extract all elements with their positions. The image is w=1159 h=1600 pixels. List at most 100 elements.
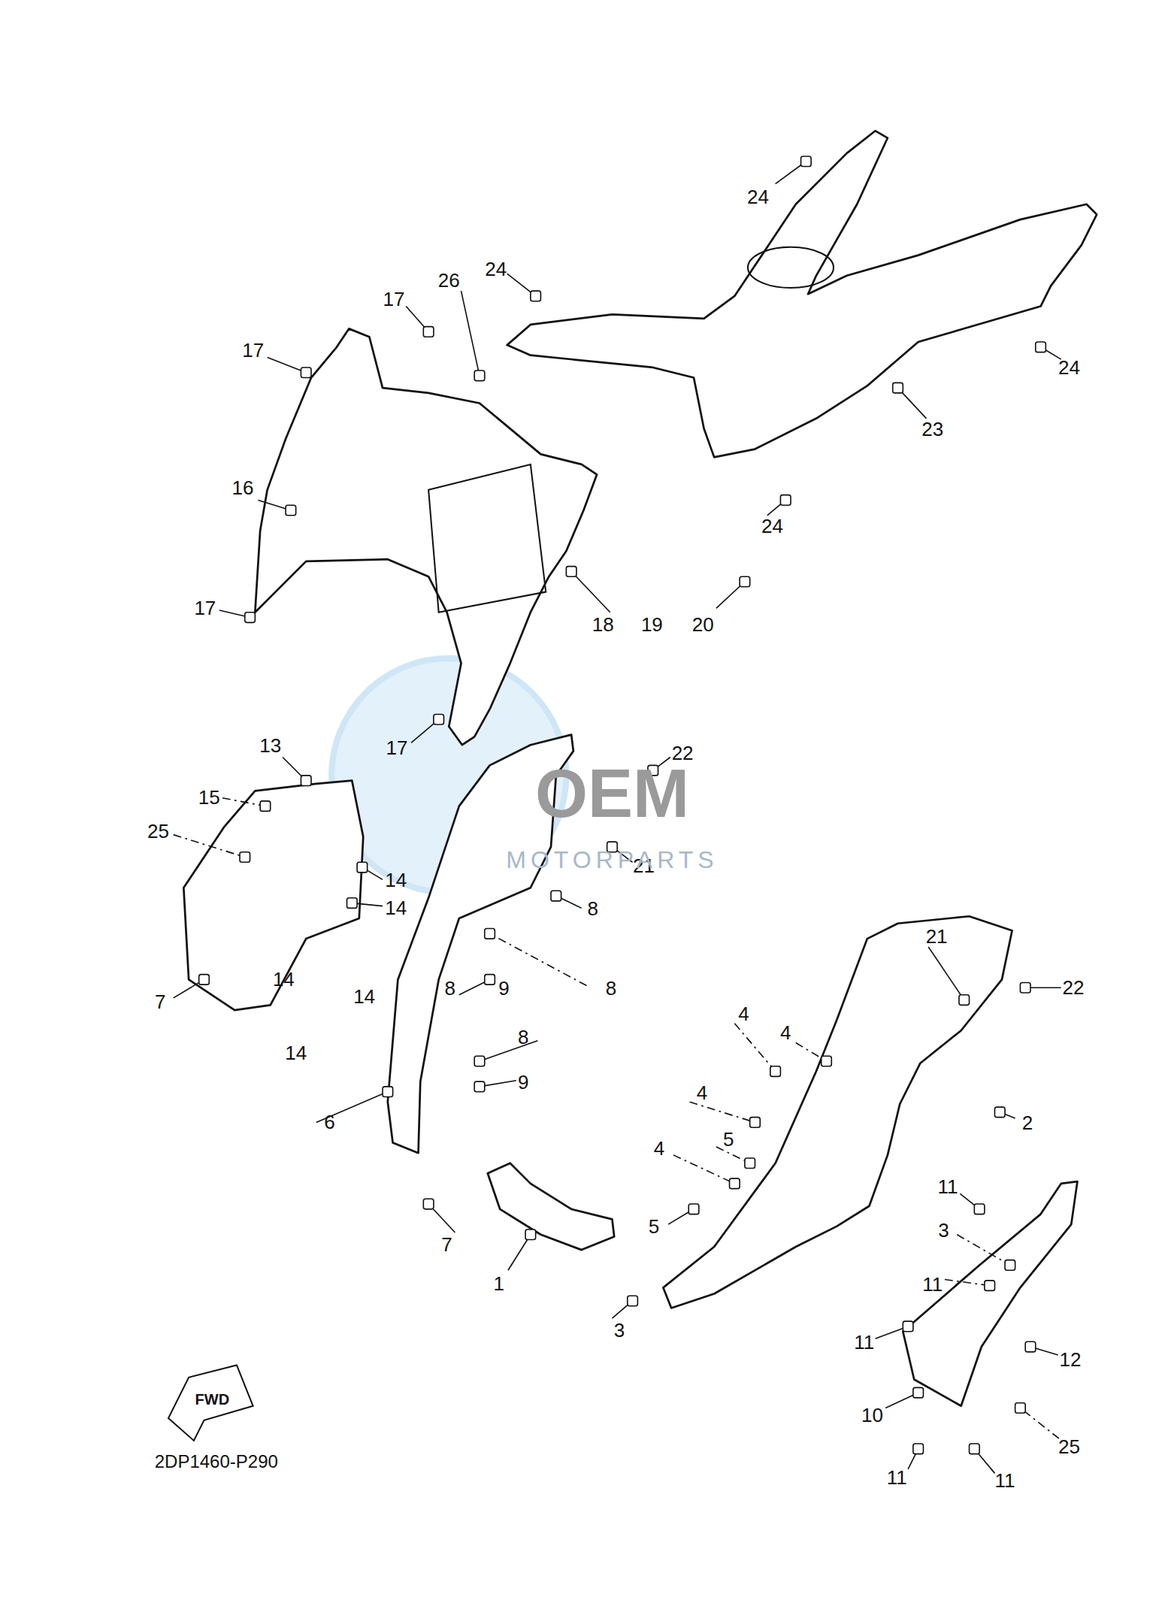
leader-line xyxy=(222,798,266,807)
callout-number: 20 xyxy=(692,614,715,635)
body-panel xyxy=(507,130,1098,457)
callout-number: 5 xyxy=(648,1216,660,1237)
callout-number: 25 xyxy=(147,821,170,842)
fastener xyxy=(1035,341,1047,353)
callout-number: 11 xyxy=(938,1177,959,1197)
fastener xyxy=(357,862,368,873)
fastener xyxy=(300,775,312,787)
callout-number: 19 xyxy=(641,614,663,635)
callout-number: 2 xyxy=(1022,1113,1033,1133)
leader-line xyxy=(173,835,246,858)
callout-number: 4 xyxy=(738,1004,749,1024)
callout-number: 9 xyxy=(498,978,509,999)
callout-number: 24 xyxy=(1058,357,1081,378)
fastener xyxy=(199,974,210,986)
fastener xyxy=(565,566,577,578)
callout-number: 24 xyxy=(747,187,769,207)
fastener xyxy=(433,714,445,725)
direction-arrow xyxy=(168,1364,254,1441)
callout-number: 10 xyxy=(861,1405,884,1426)
fastener xyxy=(525,1229,536,1241)
callout-number: 7 xyxy=(154,992,166,1012)
callout-number: 17 xyxy=(386,738,409,758)
fastener xyxy=(627,1295,639,1307)
leader-line xyxy=(479,1040,538,1062)
callout-number: 17 xyxy=(242,340,264,361)
fastener xyxy=(974,1204,985,1215)
leader-line xyxy=(1019,1408,1060,1440)
leader-line xyxy=(944,1279,990,1286)
body-panel xyxy=(254,328,597,745)
callout-number: 9 xyxy=(517,1072,529,1093)
fastener xyxy=(744,1158,756,1169)
callout-number: 11 xyxy=(995,1470,1016,1491)
callout-number: 11 xyxy=(886,1467,908,1488)
fastener xyxy=(285,505,297,516)
callout-number: 3 xyxy=(938,1220,949,1241)
callout-number: 7 xyxy=(441,1234,452,1255)
fastener xyxy=(474,1081,485,1093)
callout-number: 14 xyxy=(384,898,407,918)
callout-number: 4 xyxy=(696,1083,708,1103)
fastener xyxy=(994,1107,1005,1118)
leader-line xyxy=(571,571,611,612)
callout-number: 3 xyxy=(614,1320,625,1341)
fastener xyxy=(801,156,812,167)
fastener xyxy=(739,576,751,588)
fastener xyxy=(959,995,970,1006)
fastener xyxy=(550,890,562,902)
fastener xyxy=(969,1443,981,1455)
callout-number: 22 xyxy=(1062,977,1085,998)
fastener xyxy=(913,1443,924,1455)
callout-number: 14 xyxy=(384,870,407,890)
body-panel xyxy=(902,1181,1078,1407)
fastener xyxy=(239,852,251,863)
watermark-logo: OEM xyxy=(535,759,690,828)
callout-number: 17 xyxy=(382,289,405,309)
callout-number: 25 xyxy=(1058,1437,1081,1457)
fastener xyxy=(688,1204,700,1215)
callout-number: 17 xyxy=(193,598,216,618)
fastener xyxy=(347,898,358,909)
fastener xyxy=(1019,982,1031,993)
panel-detail xyxy=(428,464,546,613)
body-panel xyxy=(183,780,364,1011)
callout-number: 11 xyxy=(853,1332,875,1353)
callout-number: 14 xyxy=(284,1043,307,1063)
callout-number: 14 xyxy=(353,986,376,1007)
callout-number: 6 xyxy=(323,1112,335,1132)
fastener xyxy=(780,495,791,506)
fastener xyxy=(423,326,434,338)
fastener xyxy=(902,1321,914,1332)
fastener xyxy=(984,1280,996,1292)
callout-number: 15 xyxy=(198,787,221,808)
callout-number: 1 xyxy=(493,1273,505,1294)
leader-line xyxy=(956,1234,1011,1266)
fastener xyxy=(245,612,256,624)
leader-line xyxy=(267,357,307,373)
fastener xyxy=(913,1387,924,1399)
fastener xyxy=(474,370,485,382)
callout-number: 24 xyxy=(761,516,784,536)
direction-arrow-text: FWD xyxy=(195,1392,230,1408)
fastener xyxy=(484,929,496,940)
callout-number: 13 xyxy=(259,735,282,756)
fastener xyxy=(1025,1341,1036,1353)
callout-number: 8 xyxy=(444,978,455,999)
fastener xyxy=(423,1198,434,1210)
fastener xyxy=(260,801,271,812)
callout-number: 14 xyxy=(272,969,295,990)
fastener xyxy=(300,367,312,379)
leader-line xyxy=(689,1101,756,1123)
fastener xyxy=(474,1056,485,1067)
body-panel xyxy=(662,916,1012,1308)
callout-number: 4 xyxy=(653,1138,665,1159)
leader-line xyxy=(734,1023,775,1072)
callout-number: 16 xyxy=(232,478,255,498)
leader-line xyxy=(928,947,965,1001)
fastener xyxy=(1004,1260,1016,1271)
callout-number: 4 xyxy=(780,1022,791,1043)
callout-number: 8 xyxy=(605,978,617,999)
body-panel xyxy=(487,1163,615,1250)
